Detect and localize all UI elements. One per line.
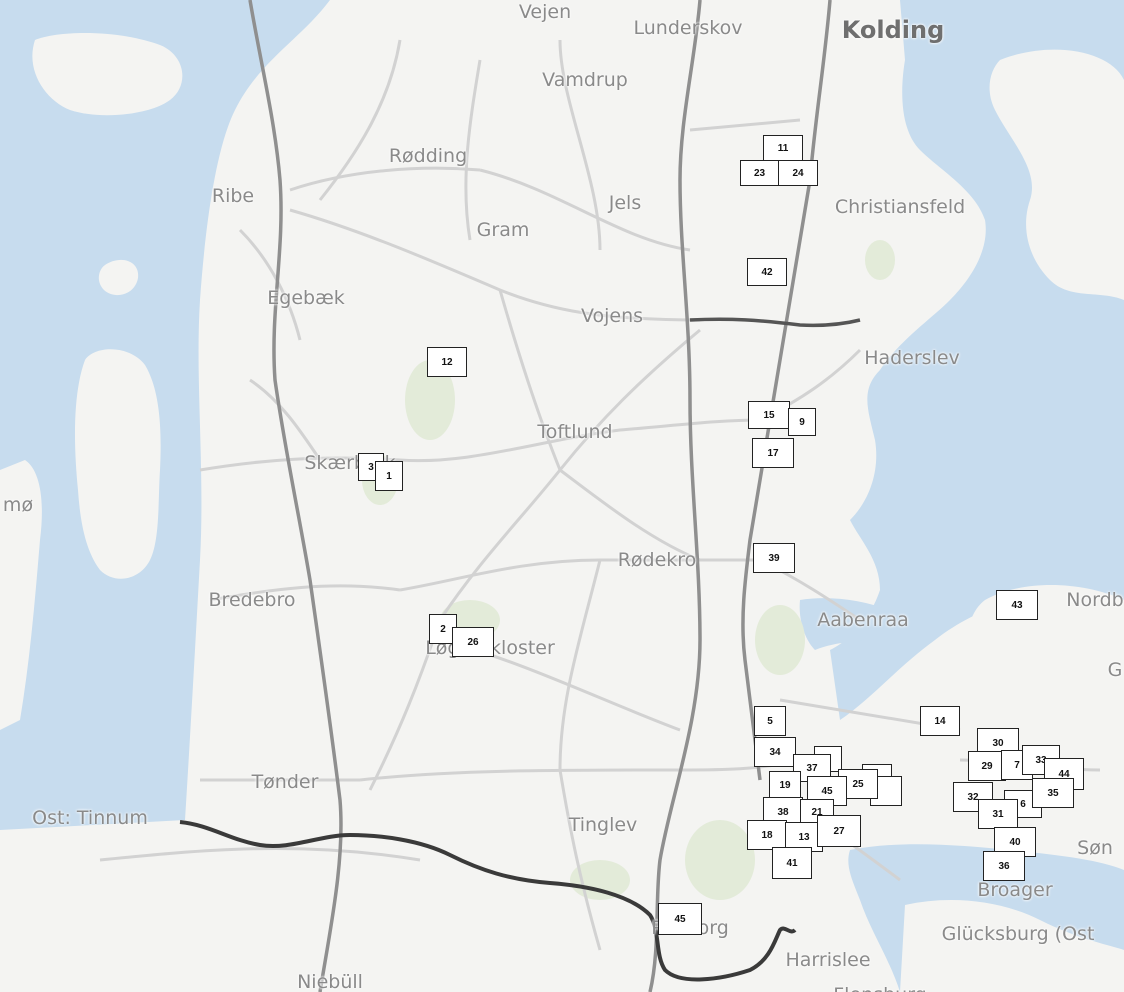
aabenraa-fjord [799, 598, 900, 650]
place-label-mo: mø [2, 494, 34, 516]
place-label-ribe: Ribe [211, 185, 255, 207]
map-marker[interactable]: 18 [747, 820, 787, 850]
map-marker[interactable]: 9 [788, 408, 816, 436]
place-label-tonder: Tønder [251, 771, 319, 793]
north-sea-water [0, 0, 330, 830]
map-marker[interactable]: 45 [658, 903, 702, 935]
place-label-gram: Gram [476, 219, 530, 241]
map-marker[interactable]: 24 [778, 160, 818, 186]
sylt-island [0, 460, 42, 730]
map-marker[interactable]: 12 [427, 347, 467, 377]
map-marker[interactable]: 26 [452, 627, 494, 657]
place-label-christiansfeld: Christiansfeld [834, 196, 966, 218]
place-label-bredebro: Bredebro [208, 589, 296, 611]
place-label-toftlund: Toftlund [537, 421, 613, 443]
map-marker[interactable]: 19 [769, 771, 801, 799]
map-marker[interactable]: 42 [747, 258, 787, 286]
place-label-vojens: Vojens [580, 305, 644, 327]
place-label-haderslev: Haderslev [864, 347, 960, 369]
romo-island [74, 349, 161, 579]
place-label-tinglev: Tinglev [568, 814, 638, 836]
map-marker[interactable]: 41 [772, 847, 812, 879]
main-road-east-west [689, 317, 861, 328]
map-marker[interactable]: 23 [740, 160, 779, 186]
place-label-egebaek: Egebæk [267, 287, 345, 309]
mando-island [98, 259, 139, 296]
map-marker[interactable]: 34 [754, 737, 796, 767]
map-marker[interactable]: 36 [983, 851, 1025, 881]
place-label-vejen: Vejen [518, 1, 572, 23]
map-marker[interactable]: 29 [968, 751, 1006, 781]
place-label-jels: Jels [608, 192, 642, 214]
map-marker[interactable]: 14 [920, 706, 960, 736]
funen-land [989, 49, 1124, 300]
place-label-harrislee: Harrislee [785, 949, 871, 971]
place-label-nordborg: Nordb [1066, 589, 1124, 611]
place-label-ost_tinnum: Ost: Tinnum [32, 807, 148, 829]
place-label-sonderborg: Søn [1077, 837, 1113, 859]
place-label-g: G [1107, 659, 1123, 681]
place-label-vamdrup: Vamdrup [542, 69, 628, 91]
place-label-niebull: Niebüll [297, 971, 363, 992]
map-marker[interactable]: 5 [754, 706, 786, 736]
place-label-rodding: Rødding [388, 145, 468, 167]
place-label-broager: Broager [977, 879, 1053, 901]
map-marker[interactable]: 27 [817, 815, 861, 847]
place-label-kolding: Kolding [841, 16, 945, 44]
map-marker[interactable]: 35 [1032, 778, 1074, 808]
place-label-flensburg: Flensburg [833, 984, 926, 992]
place-label-rodekro: Rødekro [617, 549, 697, 571]
germany-land-south [900, 900, 1124, 992]
map-marker[interactable]: 15 [748, 401, 790, 429]
place-label-lunderskov: Lunderskov [633, 17, 743, 39]
national-border [179, 820, 797, 982]
place-label-aabenraa: Aabenraa [817, 609, 909, 631]
map-marker[interactable]: 1 [375, 461, 403, 491]
fano-island [32, 33, 183, 116]
map-marker[interactable]: 11 [763, 135, 803, 161]
map-marker[interactable]: 31 [978, 799, 1018, 829]
map-marker[interactable]: 39 [753, 543, 795, 573]
map-marker[interactable]: 17 [752, 438, 794, 468]
place-label-glucksburg: Glücksburg (Ost [941, 923, 1095, 945]
map-marker[interactable]: 43 [996, 590, 1038, 620]
